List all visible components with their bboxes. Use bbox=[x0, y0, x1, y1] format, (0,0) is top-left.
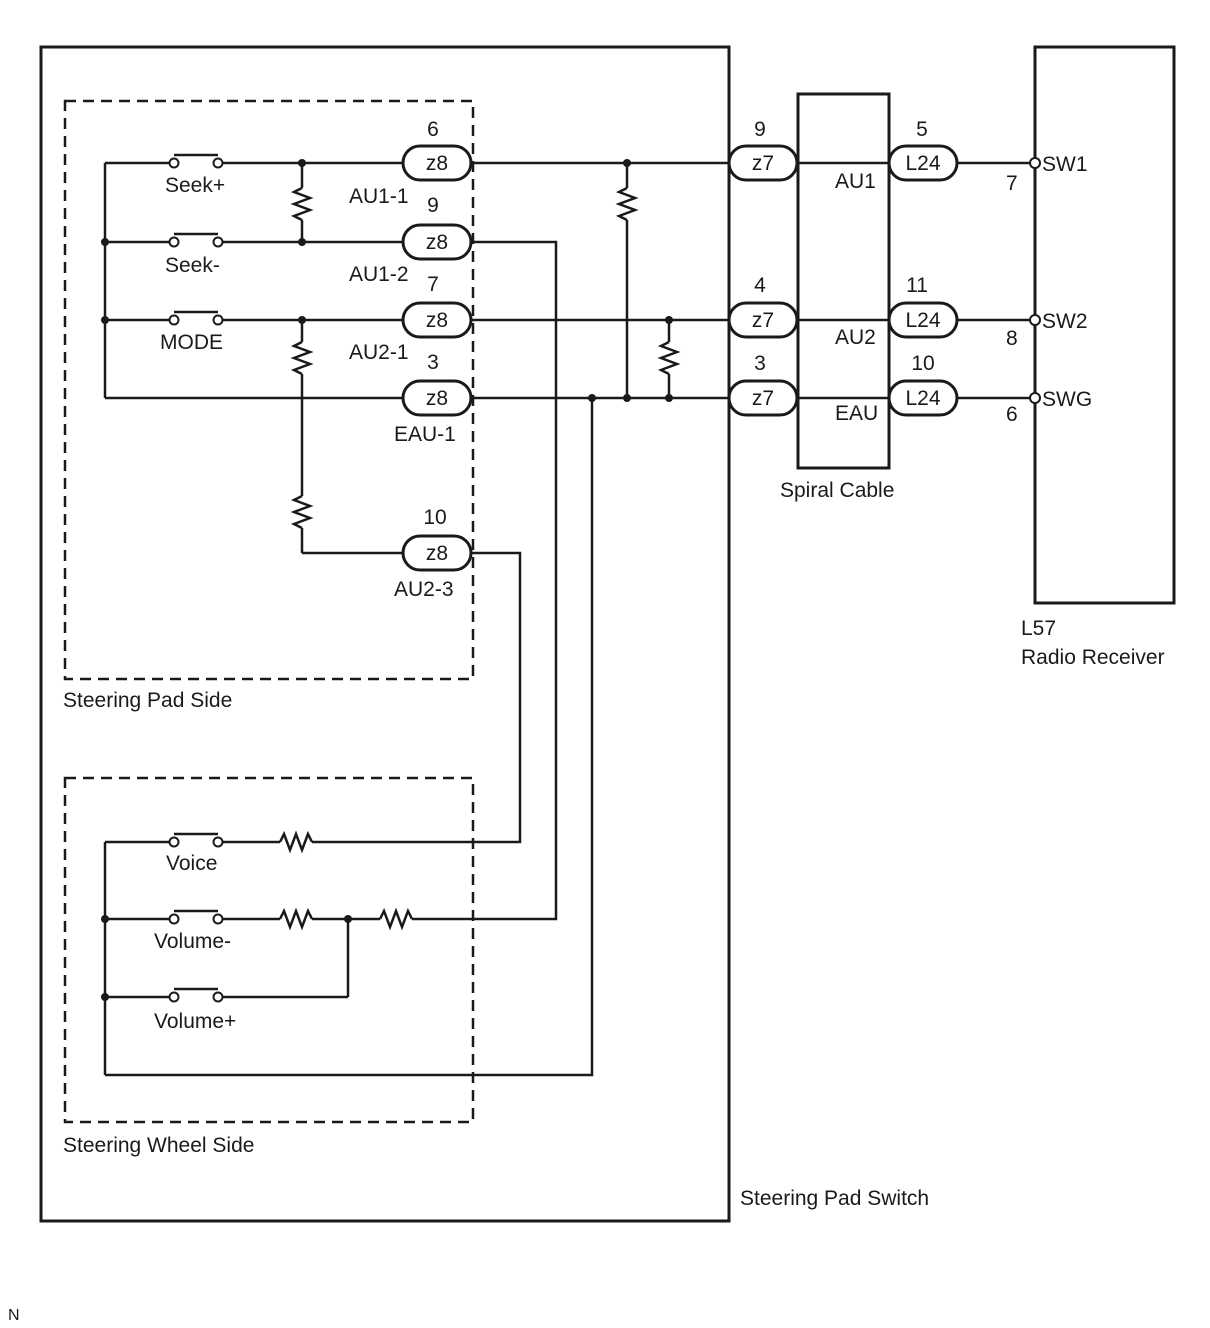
steering-wheel-side-box bbox=[63, 776, 475, 1124]
connector-z8-au1-2: z8 9 AU1-2 bbox=[349, 194, 473, 286]
signal-label: AU2-1 bbox=[349, 341, 409, 364]
connector-z8-eau-1: z8 3 EAU-1 bbox=[394, 351, 473, 446]
receiver-terminal-sw1: SW1 7 bbox=[1006, 153, 1088, 195]
pin-number: 3 bbox=[427, 351, 439, 374]
spiral-signal-eau: EAU bbox=[835, 402, 878, 425]
pin-number: 4 bbox=[754, 274, 766, 297]
pin-number: 11 bbox=[906, 274, 928, 297]
spiral-signal-au2: AU2 bbox=[835, 326, 876, 349]
switch-label-volume-plus: Volume+ bbox=[154, 1010, 236, 1033]
terminal-name: SWG bbox=[1042, 388, 1092, 411]
switch-label-seek-minus: Seek- bbox=[165, 254, 220, 277]
receiver-code-label: L57 bbox=[1021, 617, 1056, 640]
connector-code: z7 bbox=[752, 387, 774, 410]
pin-number: 10 bbox=[423, 506, 446, 529]
connector-code: z8 bbox=[426, 542, 448, 565]
pin-number: 10 bbox=[911, 352, 934, 375]
steering-pad-switch-label: Steering Pad Switch bbox=[740, 1187, 929, 1210]
switch-label-voice: Voice bbox=[166, 852, 217, 875]
connector-code: z8 bbox=[426, 152, 448, 175]
connector-code: L24 bbox=[905, 152, 940, 175]
switch-volume-plus bbox=[168, 987, 224, 1003]
spiral-cable-box bbox=[796, 92, 891, 470]
connector-code: z8 bbox=[426, 231, 448, 254]
pin-number: 9 bbox=[427, 194, 439, 217]
connector-code: z8 bbox=[426, 309, 448, 332]
connector-z8-au1-1: z8 6 AU1-1 bbox=[349, 118, 473, 208]
signal-label: AU2-3 bbox=[394, 578, 454, 601]
pin-number: 6 bbox=[427, 118, 439, 141]
receiver-name-label: Radio Receiver bbox=[1021, 646, 1165, 669]
steering-pad-side-label: Steering Pad Side bbox=[63, 689, 232, 712]
switch-mode bbox=[168, 310, 224, 326]
switch-voice bbox=[168, 832, 224, 848]
pin-number: 9 bbox=[754, 118, 766, 141]
connector-code: z7 bbox=[752, 152, 774, 175]
pin-number: 3 bbox=[754, 352, 766, 375]
steering-wheel-side-label: Steering Wheel Side bbox=[63, 1134, 254, 1157]
connector-z8-au2-3: z8 10 AU2-3 bbox=[394, 506, 473, 601]
receiver-terminal-sw2: SW2 8 bbox=[1006, 310, 1088, 350]
terminal-pin: 7 bbox=[1006, 172, 1018, 195]
connector-z8-au2-1: z8 7 AU2-1 bbox=[349, 273, 473, 364]
pin-number: 7 bbox=[427, 273, 439, 296]
switch-label-mode: MODE bbox=[160, 331, 223, 354]
connector-code: z7 bbox=[752, 309, 774, 332]
spiral-cable-label: Spiral Cable bbox=[780, 479, 894, 502]
connector-code: z8 bbox=[426, 387, 448, 410]
connector-l24-au1: L24 5 bbox=[887, 118, 959, 182]
connector-code: L24 bbox=[905, 309, 940, 332]
switch-label-seek-plus: Seek+ bbox=[165, 174, 225, 197]
connector-l24-au2: L24 11 bbox=[887, 274, 959, 339]
steering-pad-side-box bbox=[63, 99, 475, 681]
spiral-signal-au1: AU1 bbox=[835, 170, 876, 193]
connector-z7-au2: z7 4 bbox=[727, 274, 799, 339]
connector-code: L24 bbox=[905, 387, 940, 410]
connector-z7-au1: z7 9 bbox=[727, 118, 799, 182]
signal-label: AU1-2 bbox=[349, 263, 409, 286]
switch-seek-plus bbox=[168, 153, 224, 169]
connector-l24-eau: L24 10 bbox=[887, 352, 959, 417]
terminal-name: SW1 bbox=[1042, 153, 1088, 176]
footer-mark: N bbox=[8, 1307, 20, 1324]
switch-label-volume-minus: Volume- bbox=[154, 930, 231, 953]
connector-z7-eau: z7 3 bbox=[727, 352, 799, 417]
terminal-pin: 8 bbox=[1006, 327, 1018, 350]
signal-label: AU1-1 bbox=[349, 185, 409, 208]
terminal-pin: 6 bbox=[1006, 403, 1018, 426]
pin-number: 5 bbox=[916, 118, 928, 141]
switch-volume-minus bbox=[168, 909, 224, 925]
terminal-name: SW2 bbox=[1042, 310, 1088, 333]
steering-pad-switch-box bbox=[39, 45, 731, 1223]
receiver-terminal-swg: SWG 6 bbox=[1006, 388, 1092, 426]
junction-dots bbox=[101, 159, 673, 1001]
switch-seek-minus bbox=[168, 232, 224, 248]
signal-label: EAU-1 bbox=[394, 423, 456, 446]
